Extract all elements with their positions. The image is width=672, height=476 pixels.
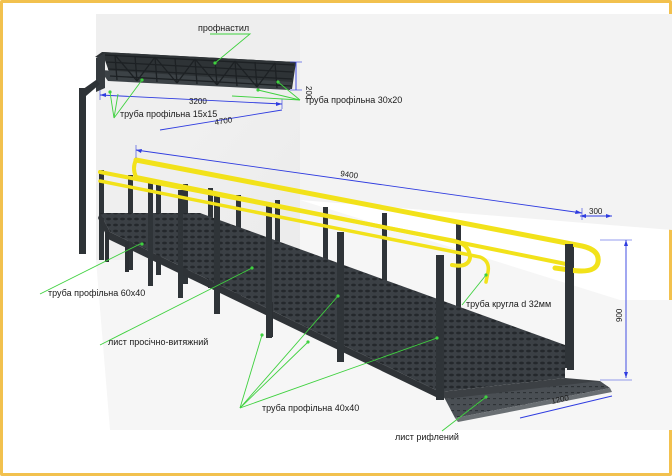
label-profnastyl: профнастил: [198, 23, 249, 33]
handrails: [98, 157, 601, 284]
dimension-arrows: [100, 93, 628, 378]
canopy: [95, 52, 296, 92]
label-pipe-15x15: труба профільна 15х15: [120, 109, 217, 119]
label-ribbed-sheet: лист рифлений: [395, 432, 459, 442]
leader-lines: [39, 33, 487, 432]
end-posts: [565, 244, 573, 368]
dimension-200: 200: [304, 86, 313, 100]
leader-dots: [108, 61, 488, 399]
label-expanded-sheet: лист просічно-витяжний: [108, 337, 208, 347]
dimension-1200: 1200: [550, 393, 570, 406]
dimension-4700: 4700: [214, 115, 234, 127]
label-pipe-60x40: труба профільна 60х40: [48, 288, 145, 298]
drain-pipe: [79, 80, 100, 254]
label-round-pipe: труба кругла d 32мм: [466, 299, 551, 309]
dimension-3200: 3200: [189, 97, 207, 106]
dimension-900: 900: [615, 308, 624, 322]
label-pipe-40x40: труба профільна 40х40: [262, 403, 359, 413]
dimension-300: 300: [589, 207, 603, 216]
label-pipe-30x20: труба профільна 30х20: [305, 95, 402, 105]
dimension-9400: 9400: [340, 169, 359, 180]
